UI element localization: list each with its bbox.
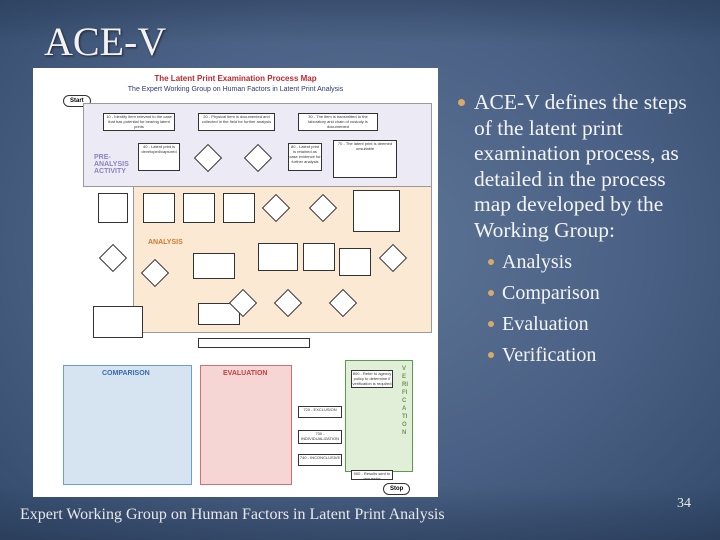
process-box <box>193 253 235 279</box>
sub-bullet-comparison: Comparison <box>488 278 708 309</box>
comparison-zone: COMPARISON <box>63 365 192 485</box>
process-box: 730 - INDIVIDUALIZATION <box>298 430 342 444</box>
analysis-label: ANALYSIS <box>148 239 183 246</box>
process-map-figure: The Latent Print Examination Process Map… <box>33 68 438 497</box>
comparison-label: COMPARISON <box>102 370 150 377</box>
sub-bullet-list: Analysis Comparison Evaluation Verificat… <box>458 247 708 371</box>
evaluation-zone: EVALUATION <box>200 365 292 485</box>
page-number: 34 <box>677 496 691 511</box>
process-box: 30 - The item is transmitted to the labo… <box>298 113 378 131</box>
figure-subtitle: The Expert Working Group on Human Factor… <box>127 86 344 93</box>
process-box: 720 - EXCLUSION <box>298 406 342 418</box>
sub-bullet-evaluation: Evaluation <box>488 309 708 340</box>
bullet-list: ACE-V defines the steps of the latent pr… <box>458 90 708 371</box>
stop-terminal: Stop <box>383 483 411 495</box>
decision-diamond <box>98 243 128 273</box>
process-box <box>223 193 255 223</box>
slide-title: ACE-V <box>44 19 167 64</box>
process-box <box>303 243 335 271</box>
sub-bullet-verification: Verification <box>488 340 708 371</box>
process-box: 800 - Refer to agency policy to determin… <box>351 370 393 388</box>
process-box: 20 - Physical item is documented and col… <box>198 113 275 131</box>
process-box: 80 - Latent print is retained as case ev… <box>288 143 322 171</box>
process-box <box>198 338 310 348</box>
process-box: 740 - INCONCLUSIVE <box>298 454 342 466</box>
process-box: 10 - Identify item relevant to the case … <box>103 113 175 131</box>
process-box: 70 - The latent print is deemed unsuitab… <box>333 140 397 178</box>
sub-bullet-analysis: Analysis <box>488 247 708 278</box>
process-box <box>93 306 143 338</box>
process-box <box>143 193 175 223</box>
process-box <box>339 248 371 276</box>
verification-label: VERIFICATION <box>402 366 408 436</box>
slide-footer: Expert Working Group on Human Factors in… <box>20 506 445 523</box>
main-bullet: ACE-V defines the steps of the latent pr… <box>458 90 708 243</box>
process-box: 40 - Latent print is developed/captured <box>138 143 180 171</box>
pre-analysis-label: PRE-ANALYSIS ACTIVITY <box>94 154 129 175</box>
process-box <box>98 193 128 223</box>
figure-title: The Latent Print Examination Process Map <box>154 74 317 83</box>
evaluation-label: EVALUATION <box>223 370 268 377</box>
process-box <box>183 193 215 223</box>
process-box: 900 - Results sent to requestor <box>351 470 393 480</box>
process-box <box>353 190 400 232</box>
process-box <box>258 243 298 271</box>
